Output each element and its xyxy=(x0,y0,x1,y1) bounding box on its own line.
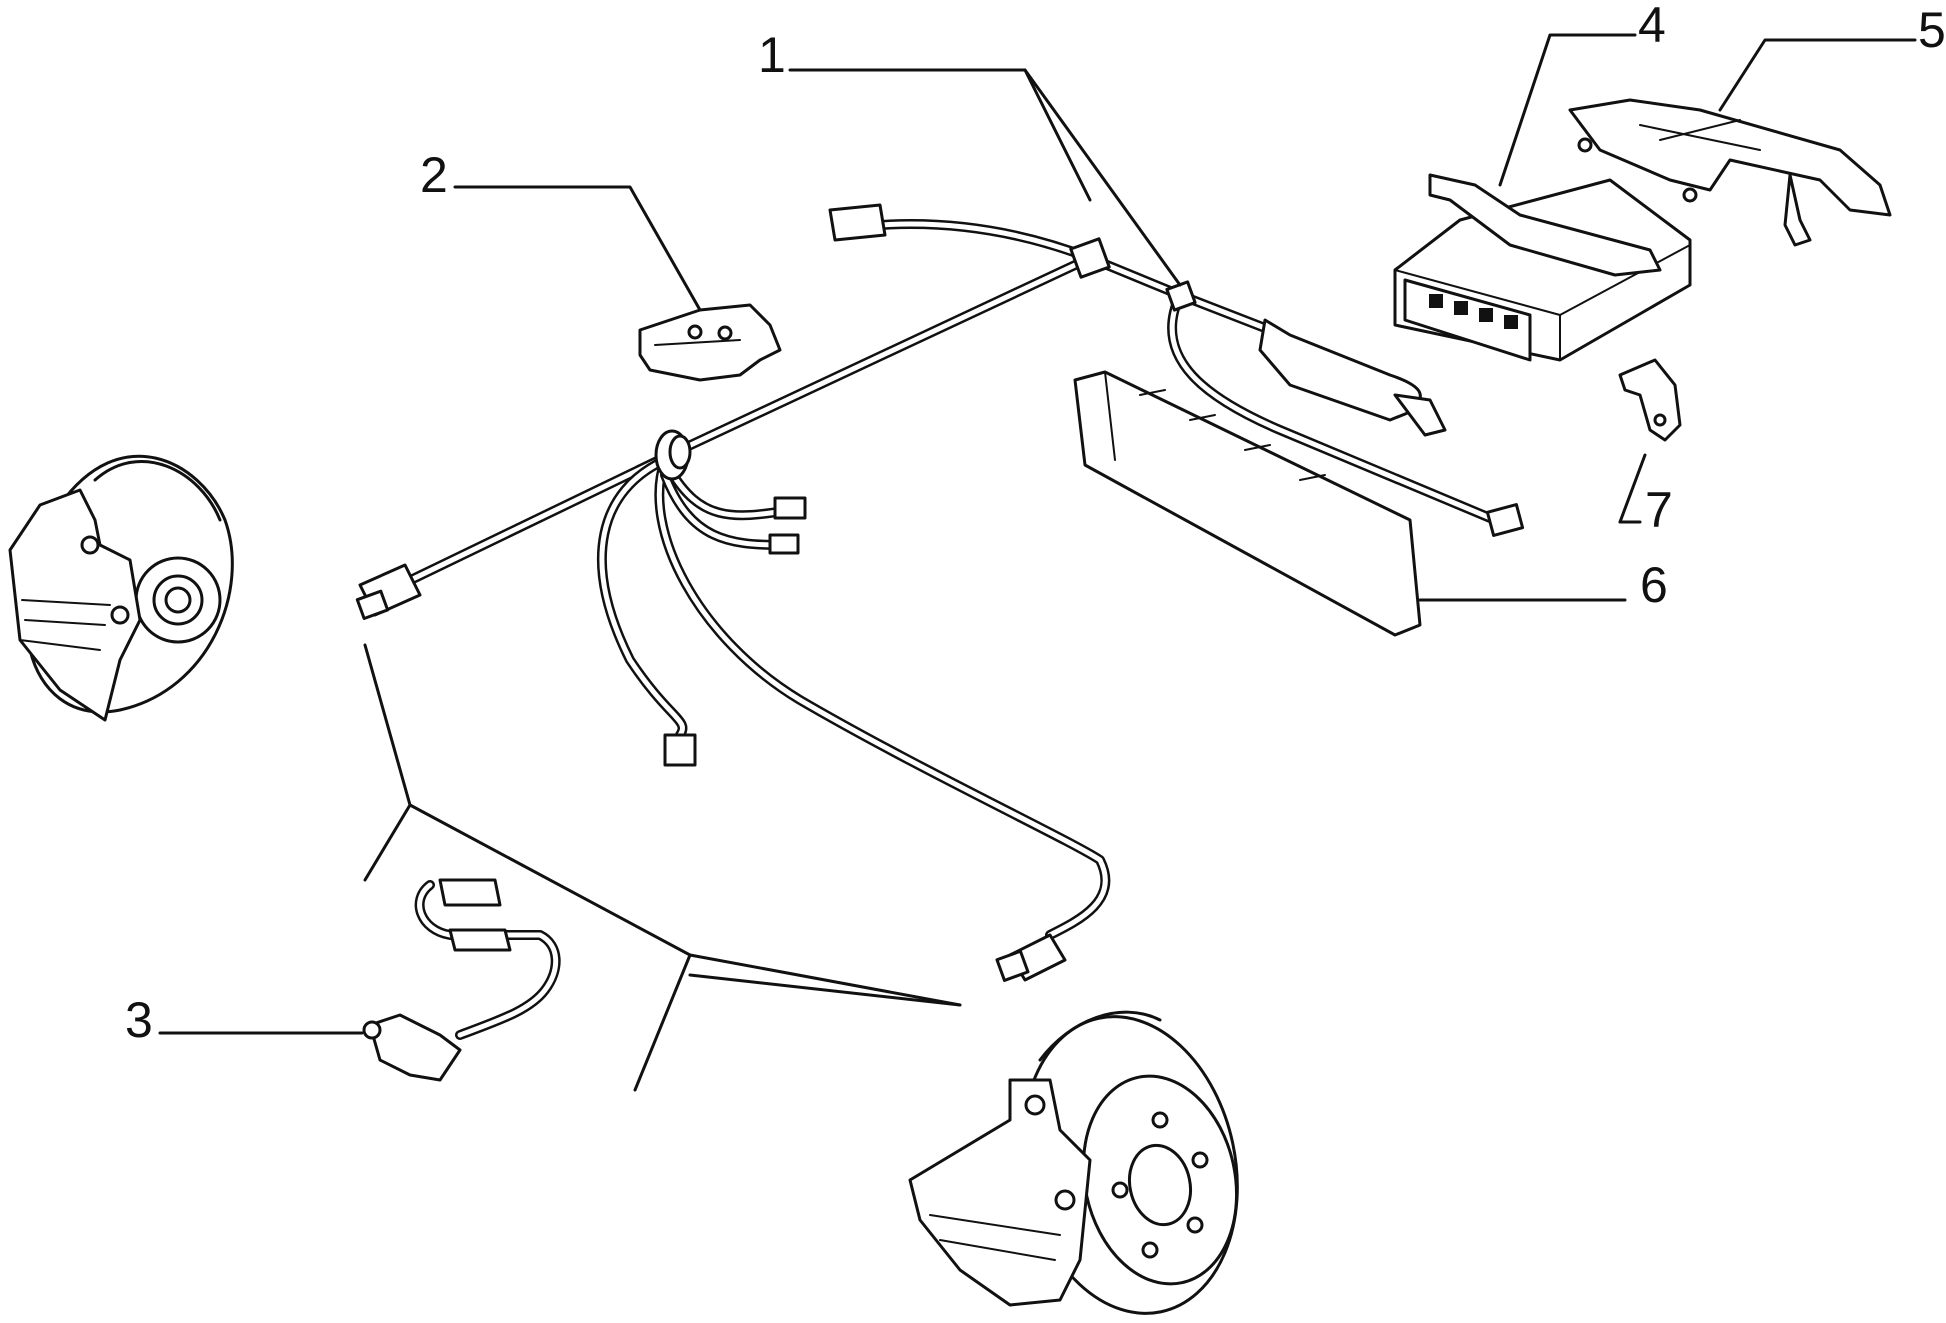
callout-4: 4 xyxy=(1638,0,1666,53)
ecu-cover-strip xyxy=(1073,370,1422,637)
wiring-harness xyxy=(355,203,1525,982)
callout-7: 7 xyxy=(1645,482,1673,538)
callout-3: 3 xyxy=(125,992,153,1048)
callout-6: 6 xyxy=(1640,557,1668,613)
callout-1: 1 xyxy=(758,27,786,83)
left-brake-disc-caliper xyxy=(8,454,234,722)
callout-2: 2 xyxy=(420,147,448,203)
right-brake-disc-caliper xyxy=(908,1010,1239,1315)
wheel-speed-sensor xyxy=(362,878,561,1082)
sensor-bracket xyxy=(638,303,782,382)
abs-ecu xyxy=(1393,173,1692,362)
small-clip-bracket xyxy=(1618,358,1682,442)
callout-5: 5 xyxy=(1918,2,1946,58)
leader-lines xyxy=(158,33,1917,1092)
ecu-mounting-bracket xyxy=(1568,98,1892,247)
